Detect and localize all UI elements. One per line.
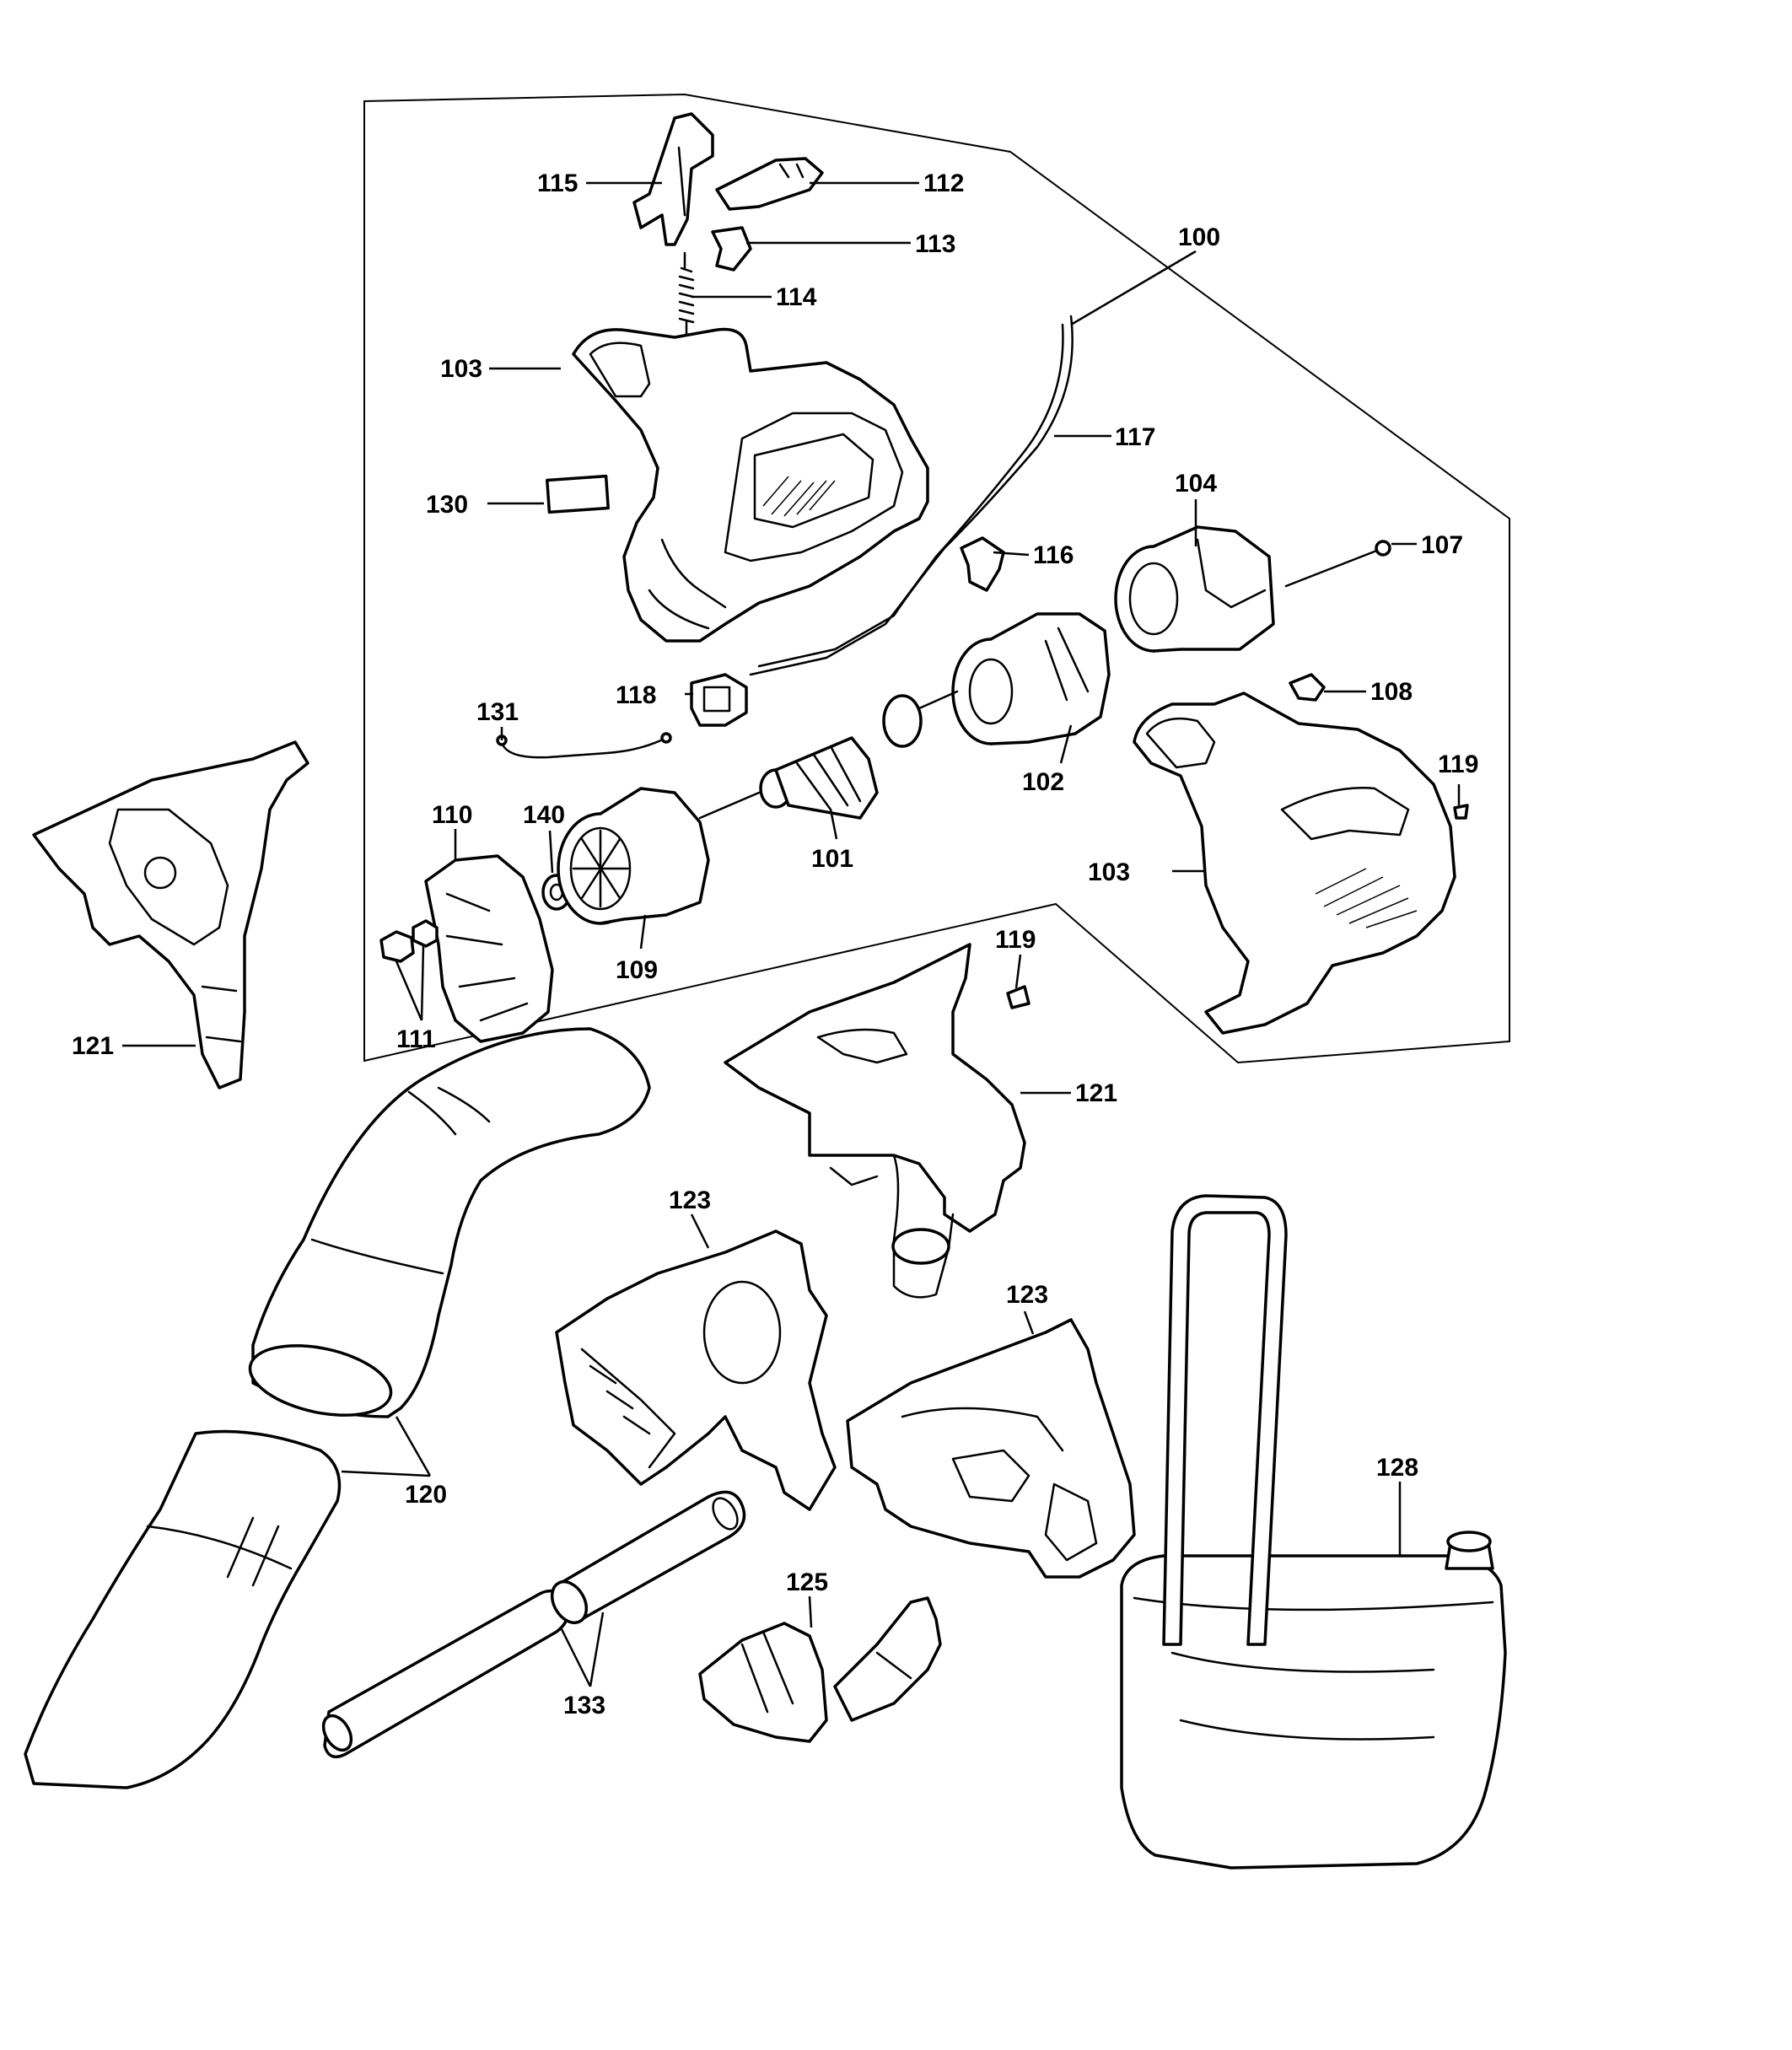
label-119-right: 119 — [1438, 751, 1478, 778]
part-104-brush-holder — [1114, 525, 1275, 653]
part-110-fan — [424, 854, 554, 1043]
label-102: 102 — [1022, 768, 1064, 796]
part-103-housing-half-left — [572, 327, 929, 643]
part-114-spring — [678, 251, 695, 339]
part-121-blower-cover-center — [724, 943, 1026, 1299]
label-130: 130 — [426, 491, 468, 519]
label-108: 108 — [1370, 678, 1413, 706]
part-120-blower-tube-lower — [24, 1429, 342, 1789]
part-115-trigger-lever — [632, 112, 714, 246]
label-133: 133 — [563, 1692, 605, 1719]
part-125-clips — [698, 1596, 942, 1743]
leader-lines — [122, 181, 1461, 1687]
label-118: 118 — [616, 681, 656, 709]
label-121-left: 121 — [72, 1032, 114, 1060]
part-123-fan-cover-right — [846, 1318, 1136, 1579]
part-131-wire — [496, 732, 672, 759]
part-101-armature — [698, 690, 959, 820]
part-120-blower-tube-upper — [248, 1027, 651, 1418]
part-123-fan-cover-left — [555, 1229, 837, 1511]
part-116-cord-clamp — [960, 536, 1005, 592]
label-131: 131 — [476, 698, 519, 726]
label-120: 120 — [405, 1481, 447, 1509]
part-119-screw-center — [1006, 985, 1031, 1009]
label-117: 117 — [1115, 423, 1155, 451]
label-128: 128 — [1376, 1454, 1418, 1482]
label-114: 114 — [776, 283, 817, 311]
label-121-center: 121 — [1075, 1079, 1117, 1107]
label-113: 113 — [915, 230, 955, 258]
part-103-housing-half-right — [1133, 691, 1456, 1035]
label-107: 107 — [1421, 531, 1463, 559]
label-116: 116 — [1033, 541, 1074, 569]
label-123-right: 123 — [1006, 1281, 1048, 1309]
label-104: 104 — [1175, 470, 1217, 498]
label-101: 101 — [811, 845, 853, 873]
label-103-right: 103 — [1088, 858, 1130, 886]
part-117-cord — [749, 315, 1074, 676]
part-113-switch-clip — [711, 226, 752, 272]
label-119-center: 119 — [995, 926, 1036, 954]
part-108-clip — [1289, 673, 1326, 702]
part-133-tube-sleeve — [321, 1490, 746, 1759]
label-100: 100 — [1178, 223, 1220, 251]
label-123-left: 123 — [669, 1186, 711, 1214]
part-130-label — [546, 474, 610, 514]
part-111-nuts — [379, 919, 439, 963]
label-110: 110 — [432, 801, 472, 829]
label-111: 111 — [396, 1025, 436, 1053]
part-121-blower-cover-left — [32, 740, 309, 1090]
label-103-top: 103 — [440, 355, 482, 383]
label-125: 125 — [786, 1568, 828, 1596]
part-128-collection-tank — [1120, 1194, 1507, 1870]
label-140: 140 — [523, 801, 565, 829]
part-112-switch-cover — [715, 157, 824, 211]
callout-labels: 100 115 112 113 114 103 117 130 104 116 … — [72, 169, 1478, 1719]
part-119-screw-right — [1453, 804, 1469, 820]
label-112: 112 — [923, 169, 964, 197]
part-107-screw — [1284, 540, 1391, 588]
part-102-stator — [951, 612, 1111, 745]
part-109-fan-housing — [557, 787, 710, 925]
label-109: 109 — [616, 956, 658, 984]
assembly-boundary-100 — [363, 93, 1510, 1064]
label-115: 115 — [537, 169, 578, 197]
part-118-switch — [690, 673, 748, 727]
